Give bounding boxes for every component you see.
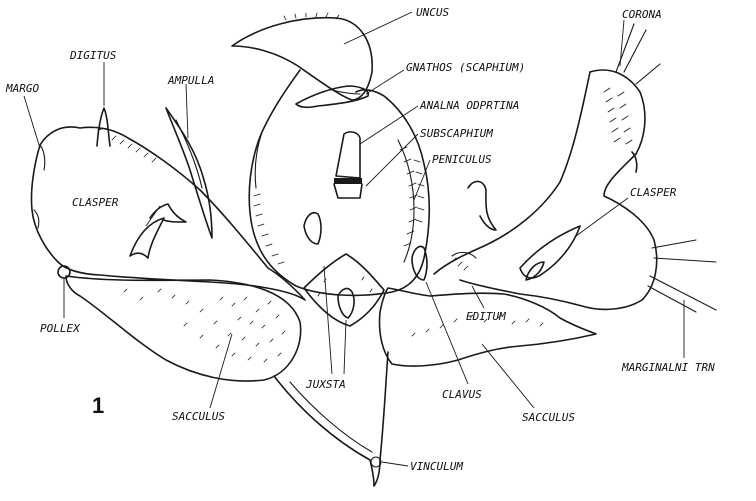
label-analna-odprtina: ANALNA ODPRTINA [419,99,519,112]
label-marginalni-trn: MARGINALNI TRN [621,361,715,374]
label-sacculus-right: SACCULUS [522,411,575,424]
juxsta-leader-b [344,320,346,374]
vinculum-leader [382,462,408,466]
figure-number: 1 [92,393,104,418]
uncus-leader [344,12,412,44]
label-juxsta: JUXSTA [305,378,346,391]
label-peniculus: PENICULUS [432,153,492,166]
labels: UNCUS CORONA DIGITUS MARGO AMPULLA GNATH… [5,6,715,473]
label-corona: CORONA [622,8,662,21]
vinculum-structure [274,352,388,486]
label-margo: MARGO [5,82,39,95]
sacculus-right-leader [482,344,534,408]
label-clavus: CLAVUS [442,388,482,401]
left-valva-setae [112,136,156,162]
analna-odprtina-structure [334,132,362,198]
margo-leader [24,96,40,148]
leader-lines [24,12,684,466]
clasper-left-structure [130,204,186,258]
ampulla-leader [186,84,188,138]
clavus-leader [426,282,468,384]
gnathos-structure [296,86,368,107]
sacculus-left-leader [210,334,232,408]
corona-setae [604,24,660,144]
label-digitus: DIGITUS [69,49,117,62]
corona-leader [620,20,624,66]
peniculus-structure [398,140,417,262]
label-clasper-left: CLASPER [72,196,119,209]
editum-leader [472,286,484,308]
marginal-spines [648,240,716,312]
label-sacculus-left: SACCULUS [172,410,225,423]
digitus-structure [97,108,110,146]
uncus-structure [232,13,372,100]
sacculus-right-structure [380,288,597,366]
clasper-right-leader [576,198,628,236]
label-subscaphium: SUBSCAPHIUM [420,127,493,140]
clasper-right-structure [520,226,580,280]
sacculus-left-stipple [124,289,285,362]
label-gnathos: GNATHOS (SCAPHIUM) [406,61,525,74]
label-vinculum: VINCULUM [410,460,463,473]
label-clasper-right: CLASPER [630,186,677,199]
label-pollex: POLLEX [40,322,81,335]
label-uncus: UNCUS [416,6,449,19]
label-ampulla: AMPULLA [167,74,214,87]
ampulla-structure [166,108,212,238]
editum-sclerite [452,181,496,270]
subscaphium-leader [366,134,418,186]
left-valva [31,127,305,300]
sacculus-left-structure [66,276,301,381]
juxsta-structure [304,254,384,326]
label-editum: EDITUM [466,310,506,323]
juxsta-leader-a [324,266,332,374]
